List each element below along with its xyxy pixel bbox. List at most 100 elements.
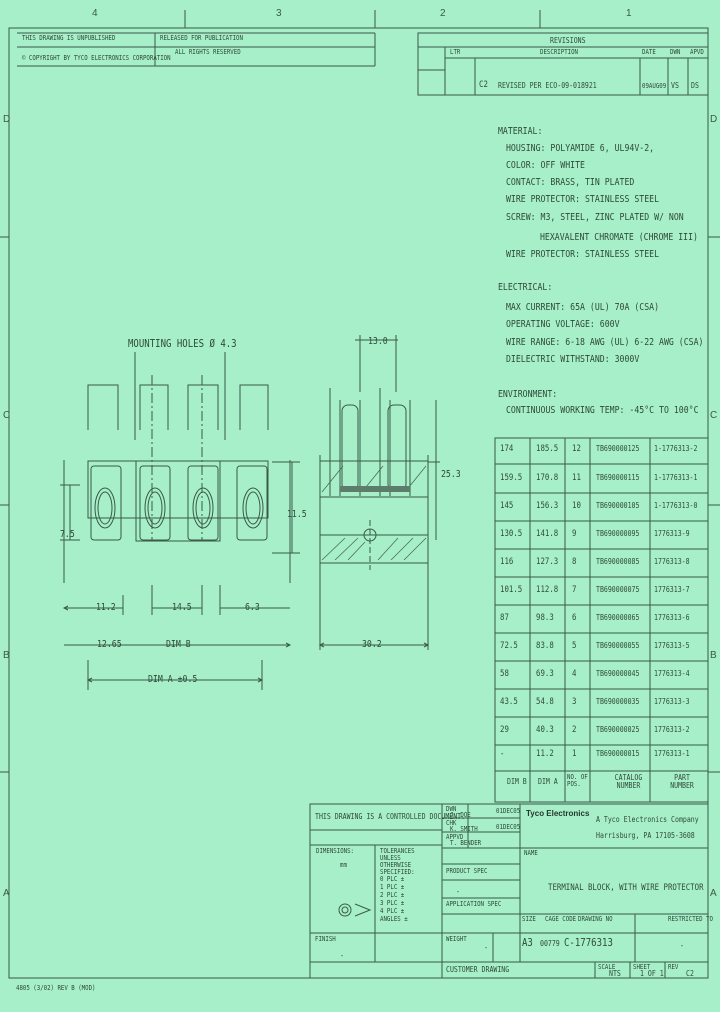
table-cell-catalog: TB690000075 (596, 585, 640, 594)
electrical-line: WIRE RANGE: 6-18 AWG (UL) 6-22 AWG (CSA) (506, 337, 704, 348)
finish-label: FINISH (315, 935, 336, 943)
zone-right-b: B (710, 650, 717, 661)
table-cell-dim-b: 116 (500, 557, 514, 567)
zone-top-3: 3 (276, 8, 282, 19)
tol-line: 3 PLC ± (380, 899, 405, 907)
rev-col-ltr: LTR (450, 48, 461, 56)
environment-title: ENVIRONMENT: (498, 389, 558, 400)
table-cell-positions: 11 (572, 473, 581, 483)
table-cell-catalog: TB690000035 (596, 697, 640, 706)
restricted-label: RESTRICTED TO (668, 915, 713, 923)
rev-apvd-value: DS (691, 81, 699, 90)
rev-label: REV (668, 963, 679, 971)
drawing-no-label: DRAWING NO (578, 915, 613, 923)
dim-11-2: 11.2 (96, 602, 116, 613)
rev-ltr-value: C2 (479, 80, 488, 90)
dim-7-5: 7.5 (60, 529, 75, 540)
tolerances-label: TOLERANCES UNLESS OTHERWISE SPECIFIED: (380, 847, 415, 876)
table-cell-part: 1776313-8 (654, 557, 690, 566)
table-cell-positions: 10 (572, 501, 581, 511)
table-cell-part: 1-1776313-1 (654, 473, 698, 482)
dim-25-3: 25.3 (441, 469, 461, 480)
table-cell-positions: 5 (572, 641, 577, 651)
table-header-catalog: CATALOG NUMBER (614, 773, 643, 790)
table-cell-positions: 7 (572, 585, 577, 595)
table-cell-part: 1776313-6 (654, 613, 690, 622)
company-logo: Tyco Electronics (526, 809, 590, 818)
electrical-line: DIELECTRIC WITHSTAND: 3000V (506, 354, 640, 365)
product-spec-value: - (456, 887, 460, 896)
table-cell-part: 1776313-9 (654, 529, 690, 538)
table-cell-dim-b: 29 (500, 725, 509, 735)
table-cell-part: 1776313-1 (654, 749, 690, 758)
release-note: RELEASED FOR PUBLICATION (160, 34, 243, 42)
table-cell-catalog: TB690000025 (596, 725, 640, 734)
zone-top-1: 1 (626, 8, 632, 19)
material-line: WIRE PROTECTOR: STAINLESS STEEL (506, 194, 660, 205)
scale-value: NTS (609, 969, 621, 978)
copyright-note: © COPYRIGHT BY TYCO ELECTRONICS CORPORAT… (22, 54, 171, 62)
sheet-value: 1 OF 1 (640, 969, 664, 978)
revisions-title: REVISIONS (550, 36, 586, 45)
table-cell-dim-b: 145 (500, 501, 514, 511)
electrical-title: ELECTRICAL: (498, 282, 553, 293)
dimensions-label: DIMENSIONS: (316, 847, 355, 855)
table-cell-dim-b: - (500, 749, 505, 759)
zone-right-d: D (710, 114, 718, 125)
dim-13-0: 13.0 (368, 336, 388, 347)
table-cell-positions: 8 (572, 557, 577, 567)
zone-right-c: C (710, 410, 718, 421)
table-cell-catalog: TB690000105 (596, 501, 640, 510)
table-cell-part: 1776313-2 (654, 725, 690, 734)
customer-drawing: CUSTOMER DRAWING (446, 965, 510, 974)
electrical-line: OPERATING VOLTAGE: 600V (506, 319, 620, 330)
rev-date-value: 09AUG09 (642, 82, 667, 90)
chk-date: 01DEC05 (496, 823, 521, 831)
tol-line: 4 PLC ± (380, 907, 405, 915)
table-cell-catalog: TB690000125 (596, 444, 640, 453)
zone-left-b: B (3, 650, 10, 661)
table-cell-part: 1776313-3 (654, 697, 690, 706)
cage-value: 00779 (540, 939, 560, 948)
finish-value: - (340, 951, 344, 960)
material-title: MATERIAL: (498, 126, 543, 137)
table-cell-catalog: TB690000115 (596, 473, 640, 482)
mounting-holes-label: MOUNTING HOLES Ø 4.3 (128, 337, 237, 350)
material-line: HOUSING: POLYAMIDE 6, UL94V-2, (506, 143, 655, 154)
table-cell-dim-b: 43.5 (500, 697, 518, 707)
drawing-name: TERMINAL BLOCK, WITH WIRE PROTECTOR (548, 883, 704, 893)
product-spec-label: PRODUCT SPEC (446, 867, 488, 875)
dimensions-value: mm (340, 861, 347, 869)
table-cell-catalog: TB690000095 (596, 529, 640, 538)
scale-label: SCALE (598, 963, 616, 971)
rev-col-date: DATE (642, 48, 656, 56)
tol-line: ANGLES ± (380, 915, 408, 923)
material-line: HEXAVALENT CHROMATE (CHROME III) (540, 232, 698, 243)
dim-30-2: 30.2 (362, 639, 382, 650)
table-cell-positions: 3 (572, 697, 577, 707)
electrical-line: MAX CURRENT: 65A (UL) 70A (CSA) (506, 302, 660, 313)
name-label: NAME (524, 849, 538, 857)
table-cell-positions: 12 (572, 444, 581, 454)
rev-col-dwn: DWN (670, 48, 681, 56)
size-label: SIZE (522, 915, 536, 923)
dwn-label: DWN (446, 805, 457, 813)
table-cell-dim-a: 54.8 (536, 697, 554, 707)
table-cell-catalog: TB690000085 (596, 557, 640, 566)
material-line: SCREW: M3, STEEL, ZINC PLATED W/ NON (506, 212, 684, 223)
rev-value: C2 (686, 969, 694, 978)
table-cell-catalog: TB690000055 (596, 641, 640, 650)
table-cell-catalog: TB690000015 (596, 749, 640, 758)
table-cell-dim-a: 170.8 (536, 473, 559, 483)
table-cell-dim-a: 156.3 (536, 501, 559, 511)
table-cell-part: 1776313-7 (654, 585, 690, 594)
table-cell-dim-b: 101.5 (500, 585, 523, 595)
material-line: COLOR: OFF WHITE (506, 160, 585, 171)
table-cell-dim-a: 69.3 (536, 669, 554, 679)
table-cell-dim-b: 87 (500, 613, 509, 623)
zone-left-d: D (3, 114, 11, 125)
table-cell-dim-a: 40.3 (536, 725, 554, 735)
material-line: WIRE PROTECTOR: STAINLESS STEEL (506, 249, 660, 260)
unpublished-note: THIS DRAWING IS UNPUBLISHED (22, 34, 116, 42)
